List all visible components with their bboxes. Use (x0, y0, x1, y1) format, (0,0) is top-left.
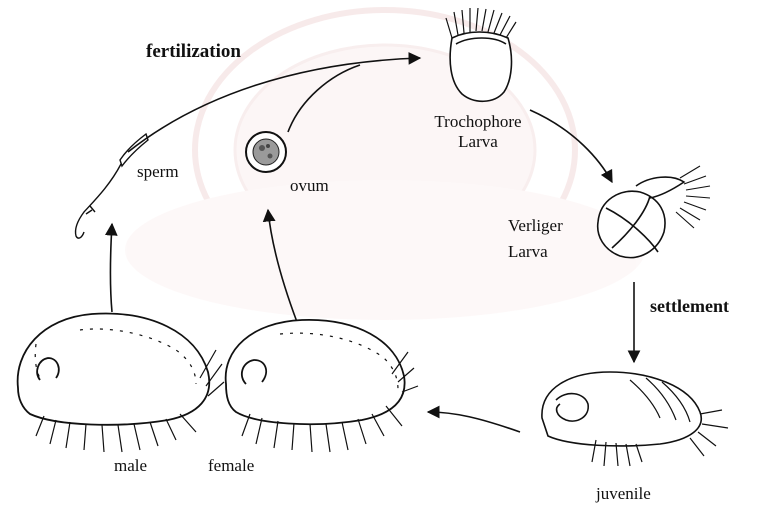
label-ovum: ovum (290, 176, 329, 196)
veliger-larva-icon (598, 166, 710, 258)
arrow-juvenile-to-adults (428, 412, 520, 432)
label-veliger-line2: Larva (508, 242, 563, 262)
label-sperm: sperm (137, 162, 179, 182)
label-female: female (208, 456, 254, 476)
ovum-cell-icon (246, 132, 286, 172)
arrow-male-to-sperm (111, 224, 113, 312)
label-male: male (114, 456, 147, 476)
label-juvenile: juvenile (596, 484, 651, 504)
sperm-cell-icon (75, 134, 148, 238)
label-fertilization: fertilization (146, 42, 241, 62)
female-abalone-icon (226, 320, 418, 452)
label-trochophore-line2: Larva (406, 132, 550, 152)
label-veliger-line1: Verliger (508, 216, 563, 236)
label-veliger: Verliger Larva (508, 216, 563, 262)
label-settlement: settlement (650, 296, 729, 316)
juvenile-abalone-icon (542, 372, 728, 466)
male-abalone-icon (18, 314, 224, 452)
label-trochophore: Trochophore Larva (406, 112, 550, 152)
label-trochophore-line1: Trochophore (406, 112, 550, 132)
